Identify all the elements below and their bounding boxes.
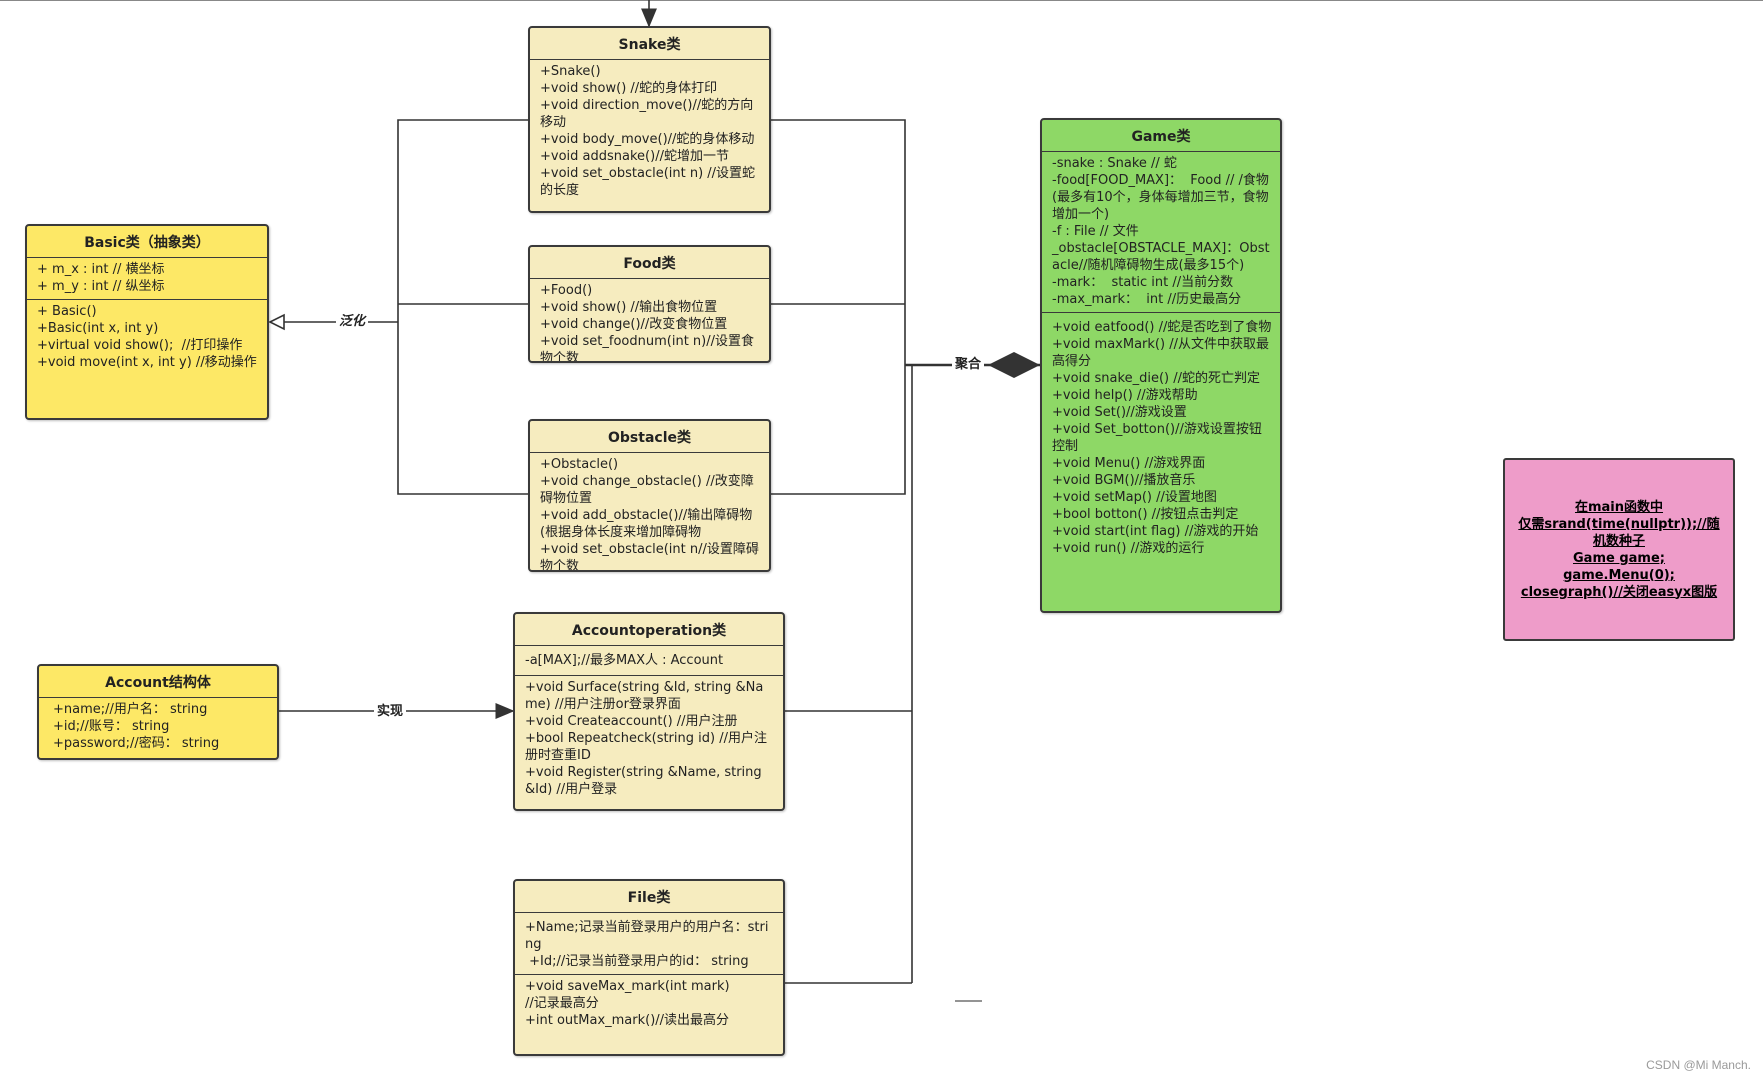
game-class-title: Game类 (1042, 120, 1280, 152)
file-class-title: File类 (515, 881, 783, 913)
generalization-triangle (268, 313, 285, 331)
obstacle-class-title: Obstacle类 (530, 421, 769, 453)
account-struct-attributes: +name;//用户名： string +id;//账号： string +pa… (53, 702, 220, 751)
generalization-label: 泛化 (336, 314, 369, 330)
basic-class-attributes: + m_x : int // 横坐标 + m_y : int // 纵坐标 (27, 258, 267, 300)
game-class-methods: +void eatfood() //蛇是否吃到了食物 +void maxMark… (1052, 320, 1272, 556)
top-border (0, 0, 1763, 1)
file-class-methods: +void saveMax_mark(int mark) //记录最高分 +in… (525, 979, 730, 1028)
aggregation-bracket (771, 119, 906, 495)
accountoperation-class-attributes: -a[MAX];//最多MAX人 : Account (515, 646, 783, 676)
watermark: CSDN @Mi Manch. (1646, 1058, 1751, 1072)
main-function-note: 在main函数中 仅需srand(time(nullptr));//随机数种子 … (1503, 458, 1735, 641)
game-class-attributes: -snake : Snake // 蛇 -food[FOOD_MAX]： Foo… (1042, 152, 1280, 313)
snake-class-methods: +Snake() +void show() //蛇的身体打印 +void dir… (540, 64, 756, 198)
accountoperation-class-methods: +void Surface(string &Id, string &Name) … (525, 680, 767, 797)
account-struct: Account结构体 +name;//用户名： string +id;//账号：… (37, 664, 279, 760)
food-class-title: Food类 (530, 247, 769, 279)
account-struct-title: Account结构体 (39, 666, 277, 698)
accountoperation-class: Accountoperation类 -a[MAX];//最多MAX人 : Acc… (513, 612, 785, 811)
realization-label: 实现 (374, 704, 407, 720)
basic-class-methods: + Basic() +Basic(int x, int y) +virtual … (37, 304, 257, 370)
snake-class: Snake类 +Snake() +void show() //蛇的身体打印 +v… (528, 26, 771, 213)
accountoperation-class-title: Accountoperation类 (515, 614, 783, 646)
aggregation-label: 聚合 (952, 357, 985, 373)
file-class: File类 +Name;记录当前登录用户的用户名：string +Id;//记录… (513, 879, 785, 1056)
obstacle-class: Obstacle类 +Obstacle() +void change_obsta… (528, 419, 771, 572)
file-class-attributes: +Name;记录当前登录用户的用户名：string +Id;//记录当前登录用户… (515, 913, 783, 975)
main-function-note-text: 在main函数中 仅需srand(time(nullptr));//随机数种子 … (1518, 499, 1720, 600)
obstacle-class-methods: +Obstacle() +void change_obstacle() //改变… (540, 457, 759, 572)
generalization-bracket (397, 119, 528, 495)
game-class: Game类 -snake : Snake // 蛇 -food[FOOD_MAX… (1040, 118, 1282, 613)
food-class-methods: +Food() +void show() //输出食物位置 +void chan… (540, 283, 755, 363)
food-class: Food类 +Food() +void show() //输出食物位置 +voi… (528, 245, 771, 363)
basic-class-title: Basic类（抽象类） (27, 226, 267, 258)
basic-class: Basic类（抽象类） + m_x : int // 横坐标 + m_y : i… (25, 224, 269, 420)
snake-class-title: Snake类 (530, 28, 769, 60)
